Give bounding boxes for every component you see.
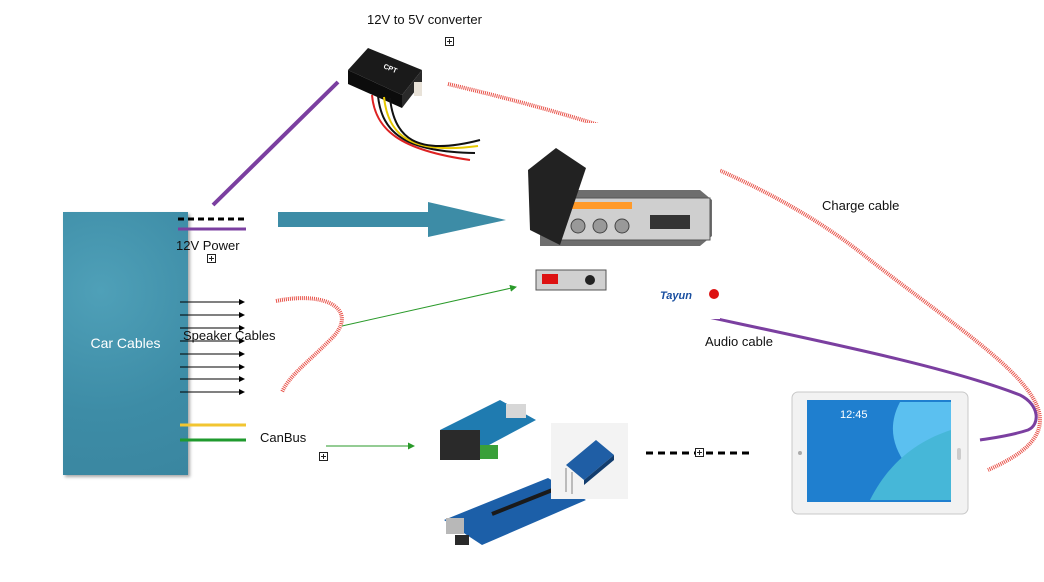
arduino-mega-image (444, 478, 586, 545)
bluetooth-module-image (551, 423, 628, 499)
converter-image: CPT (348, 48, 481, 161)
amplifier-image: Tayun (521, 123, 720, 319)
speaker-arrows (180, 299, 245, 395)
power-to-amp-arrow (278, 202, 506, 237)
car-cables-box: Car Cables (63, 212, 188, 475)
arduino-can-shield-image (440, 400, 536, 460)
power-plus-icon[interactable] (207, 254, 216, 263)
amp-brand: Tayun (660, 290, 692, 302)
speaker-to-amp-arrow (341, 284, 517, 327)
tablet-clock: 12:45 (840, 409, 868, 421)
speaker-cable (275, 296, 344, 393)
converter-plus-icon[interactable] (445, 37, 454, 46)
car-cables-label: Car Cables (90, 335, 161, 351)
charge-cable-label: Charge cable (822, 198, 900, 213)
power-label: 12V Power (176, 238, 240, 253)
tablet-image: 12:45 (791, 391, 969, 515)
canbus-plus-icon[interactable] (319, 452, 328, 461)
converter-label: 12V to 5V converter (367, 12, 482, 27)
audio-cable-label: Audio cable (705, 334, 773, 349)
speaker-label: Speaker Cables (183, 328, 276, 343)
bluetooth-plus-icon[interactable] (695, 448, 704, 457)
converter-power-wire (211, 80, 340, 207)
canbus-label: CanBus (260, 430, 307, 445)
audio-cable (603, 292, 1038, 442)
